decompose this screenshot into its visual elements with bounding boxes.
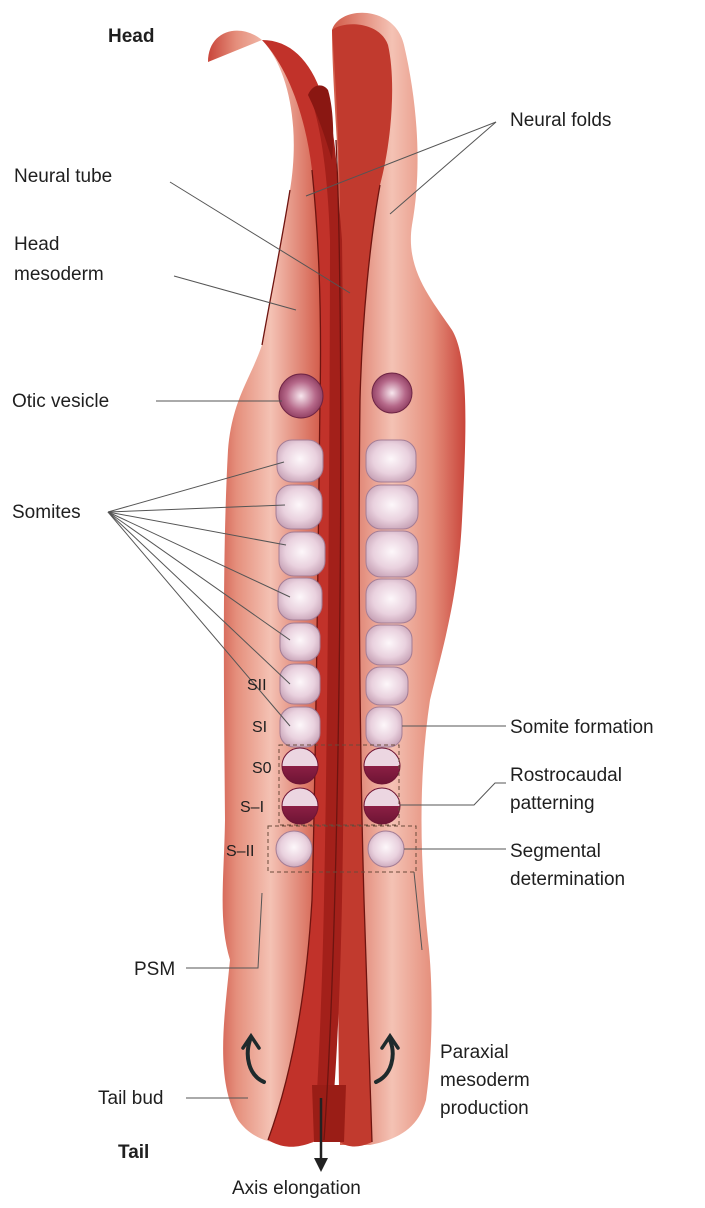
somite bbox=[366, 579, 416, 623]
somites-label: Somites bbox=[12, 502, 81, 523]
rostrocaudal-label-line2: patterning bbox=[510, 793, 595, 814]
somite bbox=[366, 667, 408, 705]
tail-label: Tail bbox=[118, 1142, 149, 1163]
somite bbox=[279, 532, 325, 576]
embryo-body bbox=[208, 13, 465, 1147]
somite-formation-label: Somite formation bbox=[510, 717, 654, 738]
somite bbox=[366, 485, 418, 529]
somite bbox=[366, 625, 412, 665]
tail-notch bbox=[312, 1085, 346, 1142]
somite bbox=[366, 707, 402, 747]
somite bbox=[277, 440, 323, 482]
somites-left bbox=[276, 440, 325, 867]
otic-vesicle-label: Otic vesicle bbox=[12, 391, 109, 412]
segmental-label-line2: determination bbox=[510, 869, 625, 890]
paraxial-label-line1: Paraxial bbox=[440, 1042, 509, 1063]
somite bbox=[366, 531, 418, 577]
tail-bud-label: Tail bud bbox=[98, 1088, 164, 1109]
somite-forming-right-s-minus-i bbox=[364, 788, 400, 824]
somite-right-s-minus-ii bbox=[368, 831, 404, 867]
s-minus-ii-label: S–II bbox=[226, 843, 254, 860]
somite-s-ii bbox=[280, 664, 320, 704]
rostrocaudal-label-line1: Rostrocaudal bbox=[510, 765, 622, 786]
somite-s-minus-ii bbox=[276, 831, 312, 867]
s-minus-i-label: S–I bbox=[240, 799, 264, 816]
somite-s-i bbox=[280, 707, 320, 747]
somite bbox=[276, 485, 322, 529]
paraxial-label-line3: production bbox=[440, 1098, 529, 1119]
neural-folds-label: Neural folds bbox=[510, 110, 611, 131]
otic-vesicle-left bbox=[279, 374, 323, 418]
neural-tube-label: Neural tube bbox=[14, 166, 112, 187]
head-label: Head bbox=[108, 26, 154, 47]
somite-s0 bbox=[282, 748, 318, 784]
somite bbox=[278, 578, 322, 620]
s-ii-upper-label: SII bbox=[247, 677, 267, 694]
somite-forming-right-s0 bbox=[364, 748, 400, 784]
somite bbox=[280, 623, 320, 661]
paraxial-label-line2: mesoderm bbox=[440, 1070, 530, 1091]
somite bbox=[366, 440, 416, 482]
head-mesoderm-label-line2: mesoderm bbox=[14, 264, 104, 285]
head-mesoderm-label-line1: Head bbox=[14, 234, 59, 255]
s-i-upper-label: SI bbox=[252, 719, 267, 736]
segmental-label-line1: Segmental bbox=[510, 841, 601, 862]
somite-s-minus-i bbox=[282, 788, 318, 824]
otic-vesicle-right bbox=[372, 373, 412, 413]
axis-elongation-label: Axis elongation bbox=[232, 1178, 361, 1199]
psm-label: PSM bbox=[134, 959, 175, 980]
s0-label: S0 bbox=[252, 760, 272, 777]
